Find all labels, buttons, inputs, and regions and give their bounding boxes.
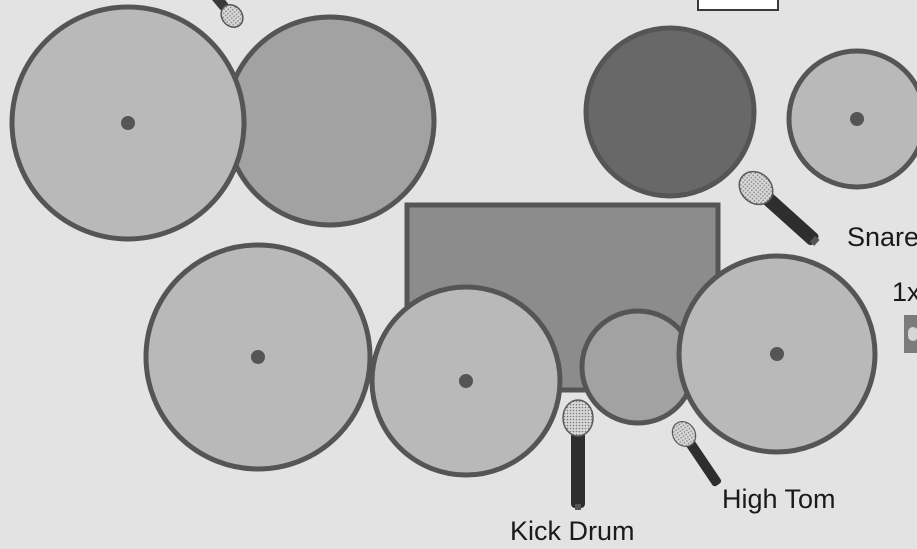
snare-label: Snare bbox=[847, 224, 917, 251]
speed-label: 1x bbox=[892, 279, 917, 306]
top-control-box[interactable] bbox=[697, 0, 779, 11]
microphone-icon bbox=[733, 165, 827, 254]
floor-tom-dark[interactable] bbox=[586, 28, 754, 196]
hi-hat-center bbox=[459, 374, 473, 388]
high-tom-label: High Tom bbox=[722, 486, 836, 513]
speed-knob[interactable] bbox=[904, 315, 917, 353]
ride-cymbal-center bbox=[251, 350, 265, 364]
high-tom[interactable] bbox=[582, 311, 694, 423]
splash-cymbal-center bbox=[770, 347, 784, 361]
microphone-icon bbox=[563, 400, 593, 510]
snare-center bbox=[850, 112, 864, 126]
crash-cymbal-center bbox=[121, 116, 135, 130]
kick-drum-label: Kick Drum bbox=[510, 518, 635, 545]
crash-cymbal-right[interactable] bbox=[226, 17, 434, 225]
